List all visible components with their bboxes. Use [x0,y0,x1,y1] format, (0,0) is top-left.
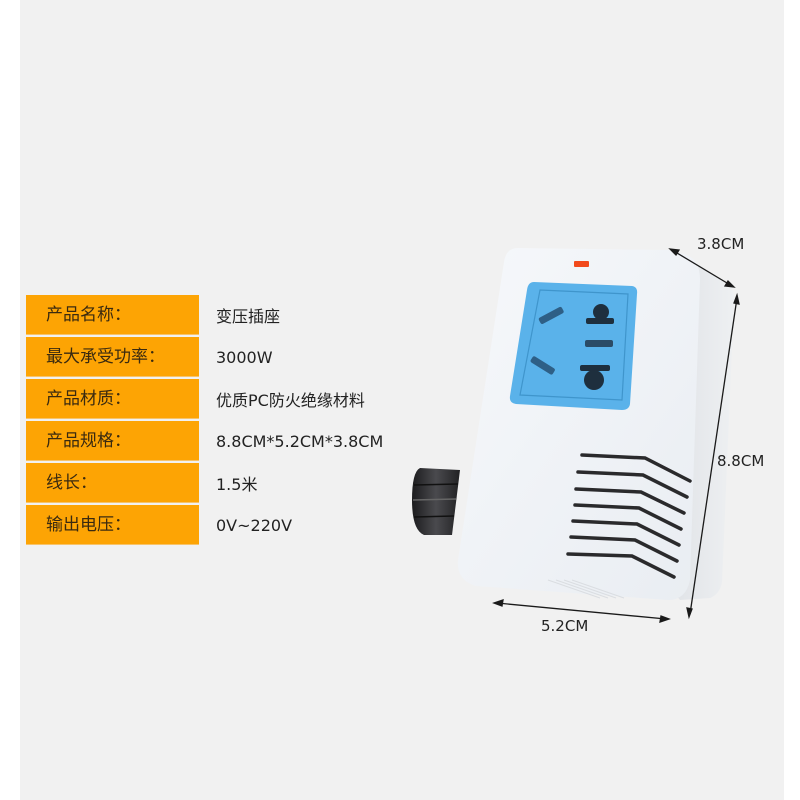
spec-value: 3000W [216,347,273,367]
spec-label: 产品材质： [26,379,199,419]
depth-dimension-label: 3.8CM [697,235,745,253]
spec-row-cable-length: 线长： 1.5米 [26,463,446,503]
device-front-face [457,248,700,600]
spec-value: 8.8CM*5.2CM*3.8CM [216,431,384,451]
spec-value: 0V~220V [216,515,293,535]
vent-slots-icon [566,453,692,579]
indicator-led-icon [574,261,589,267]
voltage-knob-icon [412,468,460,535]
socket-icon [509,282,638,410]
spec-value: 优质PC防火绝缘材料 [216,391,365,410]
spec-row-output-voltage: 输出电压： 0V~220V [26,505,446,545]
spec-label: 线长： [26,463,199,503]
spec-table: 产品名称： 变压插座 最大承受功率： 3000W 产品材质： 优质PC防火绝缘材… [26,295,446,547]
spec-value: 1.5米 [216,475,258,494]
spec-row-name: 产品名称： 变压插座 [26,295,446,335]
spec-label: 最大承受功率： [26,337,199,377]
spec-value: 变压插座 [216,307,281,326]
height-dimension-label: 8.8CM [717,452,765,470]
spec-row-size: 产品规格： 8.8CM*5.2CM*3.8CM [26,421,446,461]
spec-row-material: 产品材质： 优质PC防火绝缘材料 [26,379,446,419]
width-dimension-label: 5.2CM [541,617,589,635]
spec-label: 产品名称： [26,295,199,335]
spec-label: 输出电压： [26,505,199,545]
spec-label: 产品规格： [26,421,199,461]
dimension-arrows [492,248,740,623]
spec-row-max-power: 最大承受功率： 3000W [26,337,446,377]
